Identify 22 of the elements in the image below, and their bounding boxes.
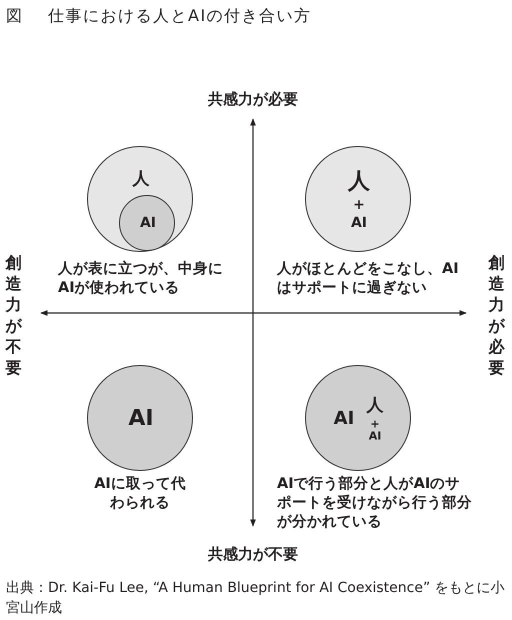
description-text: 人が表に立つが、中身にAIが使われている [58,260,224,298]
description-text: AIで行う部分と人がAIのサポートを受けながら行う部分が分かれている [277,475,472,532]
description-text: 人がほとんどをこなし、AIはサポートに過ぎない [277,260,460,298]
node-text: AI [128,408,154,430]
description-text: AIに取って代わられる [93,475,187,513]
node-text: AI [140,216,156,230]
axis-label: 創造力が不要 [5,252,22,378]
node-text: + [353,198,365,212]
node-text: + [370,418,380,430]
axis-label: 共感力が必要 [208,92,298,107]
node-text: 人 [366,398,384,414]
caption: 出典：Dr. Kai-Fu Lee, “A Human Blueprint for AI Coexistence” をもとに小宮山作成 [6,579,506,618]
axis-label: 創造力が必要 [488,252,505,378]
node-text: 人 [132,171,150,188]
circle-node [119,195,175,251]
title: 仕事における人とAIの付き合い方 [48,8,312,24]
node-text: AI [350,216,368,230]
node-text: AI [334,410,354,428]
figure-label: 図 [6,8,22,24]
node-text: 人 [348,171,370,193]
node-text: AI [368,430,382,442]
axis-label: 共感力が不要 [208,547,298,562]
